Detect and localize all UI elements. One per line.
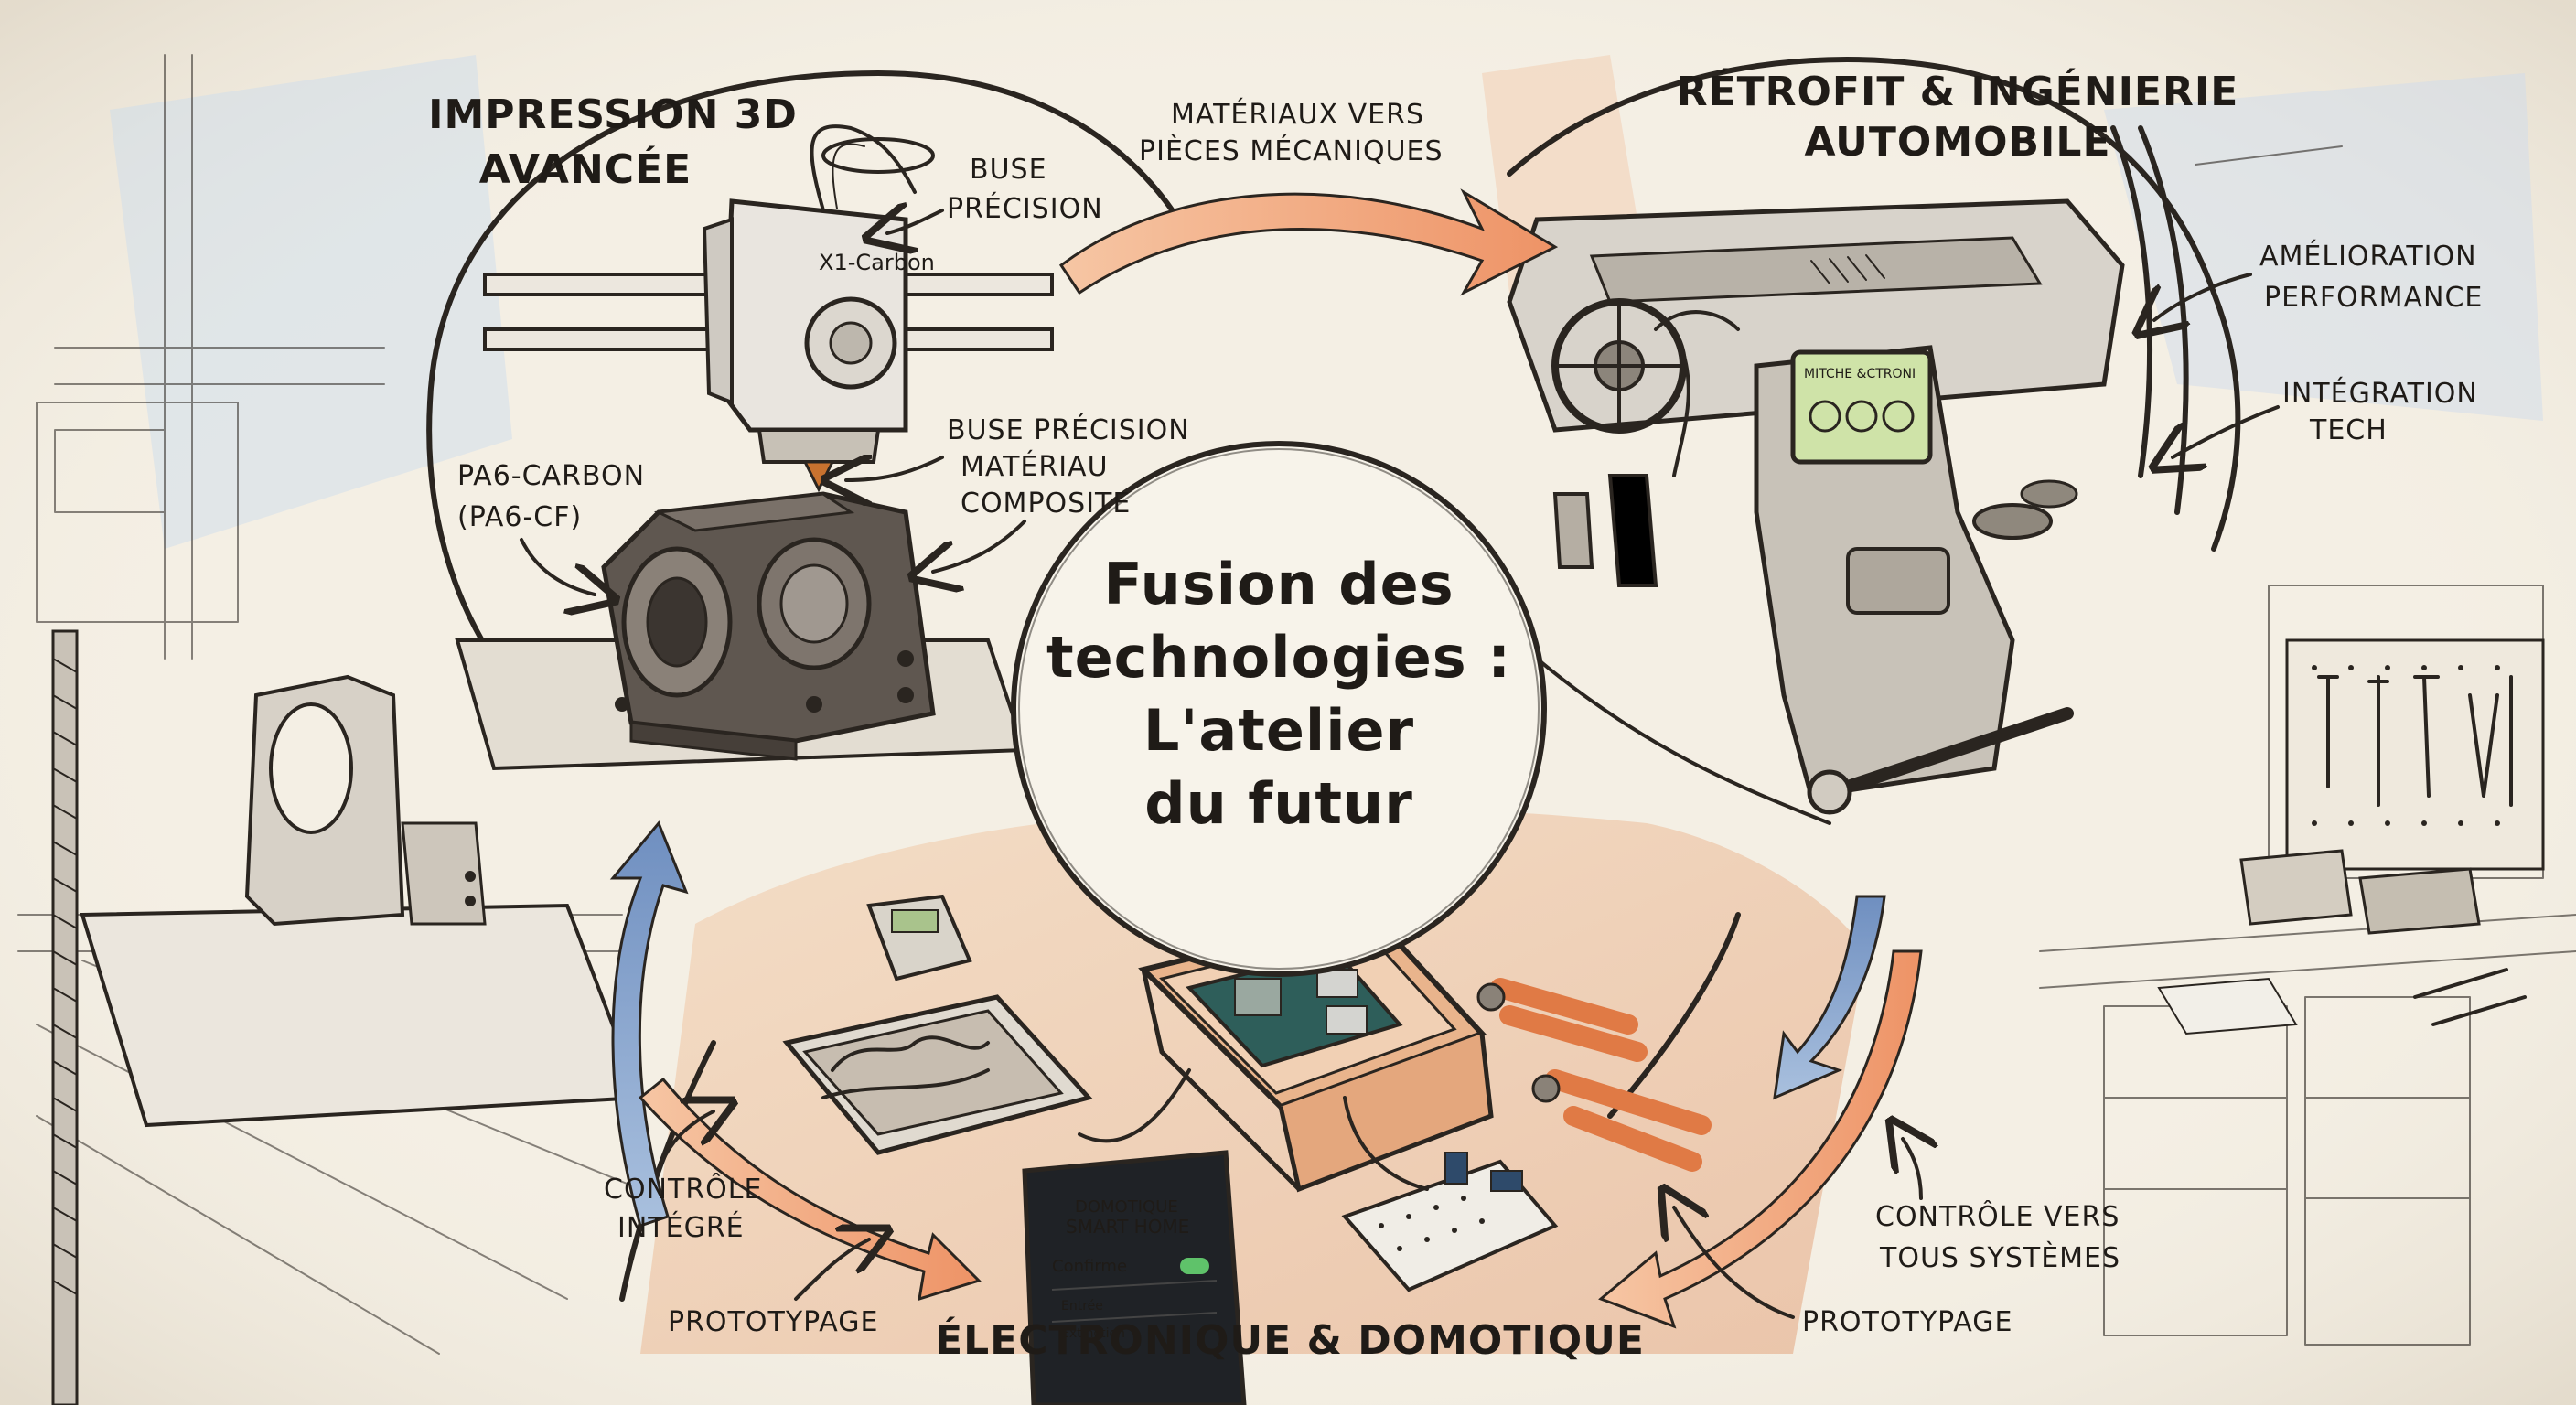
pegboard-tools [2285,638,2545,871]
center-title-line-4: du futur [1144,770,1413,837]
breadboard-icon [1341,1152,1559,1292]
automotive-title-1: RÉTROFIT & INGÉNIERIE [1677,67,2239,115]
center-title-line-1: Fusion des [1103,551,1454,617]
label-prototypage-right: PROTOTYPAGE [1802,1306,2013,1338]
label-controle-integre-2: INTÉGRÉ [617,1211,745,1244]
printed-part-icon [601,491,936,761]
center-title-line-3: L'atelier [1143,697,1414,764]
label-integration-1: INTÉGRATION [2282,377,2478,410]
printing-title-2: AVANCÉE [479,145,692,193]
label-amelioration-1: AMÉLIORATION [2259,240,2477,273]
arrow-control-systems [1598,949,1923,1329]
multimeter-icon [866,894,972,981]
automotive-title-2: AUTOMOBILE [1804,119,2110,166]
left-printed-bracket [80,674,643,1128]
blue-wash-right [2104,73,2543,421]
car-screen-text: MITCHE &CTRONI [1804,367,1916,381]
label-buse-top-2: PRÉCISION [947,192,1103,225]
label-controle-vers-1: CONTRÔLE VERS [1875,1199,2120,1233]
label-pa6-1: PA6-CARBON [457,460,645,492]
automotive-arc [1507,57,2241,552]
label-buse-mid: BUSE PRÉCISION [947,413,1190,446]
label-prototypage-left: PROTOTYPAGE [668,1306,879,1338]
label-materiau-2: COMPOSITE [961,488,1131,520]
smartphone-icon: DOMOTIQUE SMART HOME Confirme Entrée Ext… [1022,1150,1247,1405]
printing-title-1: IMPRESSION 3D [428,91,798,138]
bench-items [2157,849,2527,1035]
arrow-integrated-control [609,820,689,1228]
label-materiaux-vers-2: PIÈCES MÉCANIQUES [1139,134,1444,167]
label-materiaux-vers-1: MATÉRIAUX VERS [1171,98,1424,131]
printer-brand: X1-Carbon [819,250,935,275]
arrow-auto-to-electronics [1773,895,1886,1100]
phone-title-1: DOMOTIQUE [1075,1197,1178,1217]
pliers-icon [1476,978,1712,1172]
car-dashboard-icon: MITCHE &CTRONI [1507,125,2189,825]
phone-row-1: Confirme [1052,1257,1127,1276]
label-controle-integre-1: CONTRÔLE [604,1172,762,1206]
phone-row-2: Entrée [1061,1299,1103,1314]
threaded-rod [51,629,79,1405]
label-controle-vers-2: TOUS SYSTÈMES [1879,1241,2120,1274]
phone-row-3: Extinction [1061,1326,1125,1341]
blue-wash-left [110,55,512,549]
electronics-title: ÉLECTRONIQUE & DOMOTIQUE [935,1315,1645,1364]
printing-arc [427,70,1192,405]
label-integration-2: TECH [2309,414,2388,446]
center-hub [1011,441,1547,977]
phone-title-2: SMART HOME [1066,1216,1189,1238]
label-amelioration-2: PERFORMANCE [2264,282,2483,314]
toolbox-icon [782,994,1093,1155]
label-buse-top-1: BUSE [970,154,1047,186]
label-pa6-2: (PA6-CF) [457,501,582,533]
arrow-materials-to-auto [1058,188,1559,296]
label-materiau-1: MATÉRIAU [961,450,1109,483]
center-title-line-2: technologies : [1046,624,1511,691]
